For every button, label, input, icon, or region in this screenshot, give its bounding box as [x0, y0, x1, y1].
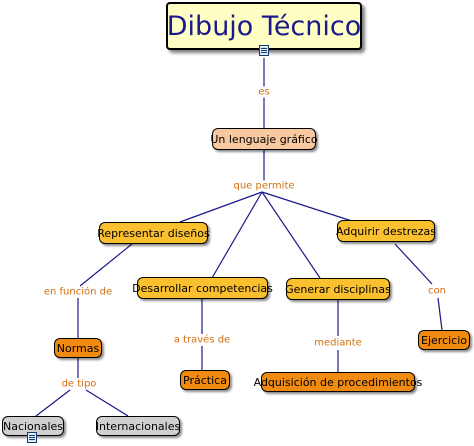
concept-dibujo-tecnico[interactable]: Dibujo Técnico [166, 2, 362, 50]
concept-desarrollar-competencias[interactable]: Desarrollar competencias [132, 277, 273, 299]
linking-phrase-es: es [256, 86, 272, 98]
concept-normas-label: Normas [56, 341, 100, 355]
resource-icon[interactable] [27, 432, 37, 443]
linking-phrase-en-funcion-de: en función de [41, 286, 115, 298]
concept-generar-disciplinas[interactable]: Generar disciplinas [285, 278, 391, 300]
concept-nacionales-label: Nacionales [2, 419, 64, 433]
linking-phrase-a-traves-de: a través de [171, 334, 233, 346]
link-quepermite-representar [179, 191, 263, 223]
linking-phrase-mediante: mediante [312, 337, 364, 349]
concept-internacionales-label: Internacionales [95, 419, 181, 433]
concept-practica-label: Práctica [183, 373, 227, 387]
concept-ejercicio-label: Ejercicio [421, 333, 467, 347]
link-adquirir-con [394, 243, 433, 285]
link-con-ejercicio [437, 297, 443, 331]
concept-adquisicion-procedimientos[interactable]: Adquisición de procedimientos [254, 372, 422, 392]
concept-adquirir-destrezas-label: Adquirir destrezas [336, 224, 437, 238]
concept-lenguaje-grafico-label: Un lenguaje gráfico [210, 132, 318, 146]
concept-representar-disenos-label: Representar diseños [97, 226, 210, 240]
concept-generar-disciplinas-label: Generar disciplinas [285, 282, 391, 296]
concept-nacionales[interactable]: Nacionales [2, 416, 64, 436]
link-detipo-nacionales [35, 389, 71, 417]
link-quepermite-generar [261, 191, 321, 279]
concept-lenguaje-grafico[interactable]: Un lenguaje gráfico [210, 128, 318, 150]
link-quepermite-adquirir [261, 191, 356, 223]
linking-phrase-que-permite: que permite [231, 180, 297, 192]
concept-practica[interactable]: Práctica [180, 370, 230, 390]
concept-representar-disenos[interactable]: Representar diseños [97, 222, 210, 244]
resource-icon[interactable] [259, 45, 269, 56]
link-quepermite-desarrollar [211, 191, 263, 279]
concept-internacionales[interactable]: Internacionales [96, 416, 180, 436]
concept-desarrollar-competencias-label: Desarrollar competencias [132, 281, 273, 295]
concept-normas[interactable]: Normas [54, 338, 102, 358]
concept-adquisicion-procedimientos-label: Adquisición de procedimientos [253, 375, 423, 389]
linking-phrase-de-tipo: de tipo [59, 378, 99, 390]
concept-adquirir-destrezas[interactable]: Adquirir destrezas [336, 220, 437, 242]
linking-phrase-con: con [426, 285, 448, 297]
concept-ejercicio[interactable]: Ejercicio [418, 330, 470, 350]
concept-dibujo-tecnico-label: Dibujo Técnico [166, 10, 362, 42]
link-representar-enfuncion [79, 243, 133, 287]
link-detipo-internacionales [85, 389, 129, 417]
